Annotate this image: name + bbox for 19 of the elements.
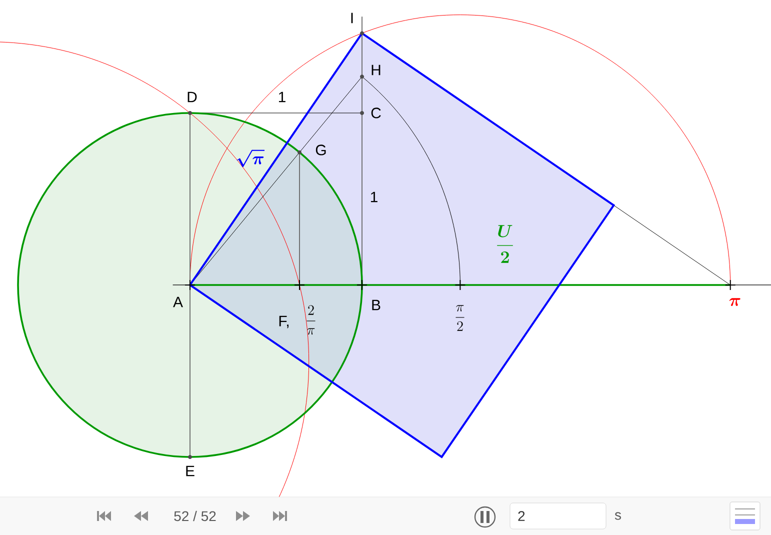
point-label: C [371,108,381,118]
point-label: H [372,64,380,76]
formula-label: $\frac{2}{\pi}$ [306,305,316,335]
input-field: 2 [510,502,606,530]
point-label: A [173,296,183,308]
point-label: G [316,144,326,156]
unit-label: s [614,512,621,520]
point-label: F, [279,316,288,328]
length-label: 1 [278,92,286,102]
point-label: D [188,92,197,102]
point-label: B [372,300,380,310]
formula-label: $\pi$ [729,298,740,306]
formula-label: $\sqrt{\pi}$ [236,150,264,168]
formula-label: $\frac{U}{2}$ [497,225,513,263]
length-label: 1 [370,192,378,202]
frame-counter: 52 / 52 [174,510,216,522]
point-label: I [351,12,353,24]
formula-label: $\frac{\pi}{2}$ [456,305,464,331]
point-label: E [186,466,194,476]
